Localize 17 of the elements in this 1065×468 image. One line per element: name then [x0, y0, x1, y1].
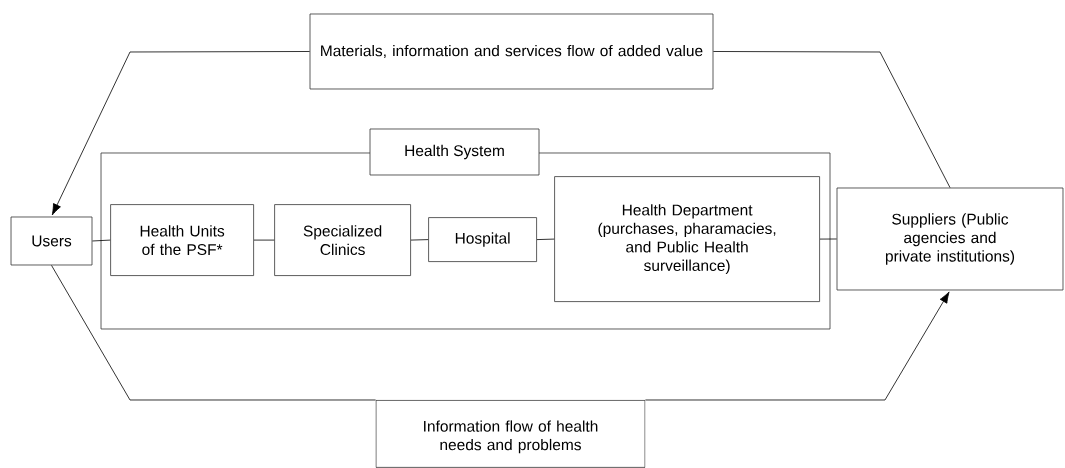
connector: [410, 239, 429, 241]
unit-box: Health Department (purchases, pharamacies, and Public Health surveillance): [554, 176, 820, 302]
actor-box: Users: [10, 216, 93, 266]
flow-box: Information flow of health needs and problems: [375, 400, 646, 468]
connector: [51, 265, 376, 401]
unit-box: Specialized Clinics: [274, 204, 411, 276]
connector: [819, 238, 837, 240]
flow-box: Materials, information and services flow of added value: [309, 13, 714, 90]
connector: [536, 238, 555, 240]
unit-box: Hospital: [428, 217, 537, 262]
actor-box: Suppliers (Public agencies and private institutions): [836, 187, 1064, 291]
connector: [92, 239, 111, 242]
connector: [253, 239, 275, 241]
connector: [713, 51, 951, 188]
connector: [645, 291, 950, 401]
unit-box: Health Units of the PSF*: [110, 204, 254, 276]
connector: [51, 51, 310, 216]
